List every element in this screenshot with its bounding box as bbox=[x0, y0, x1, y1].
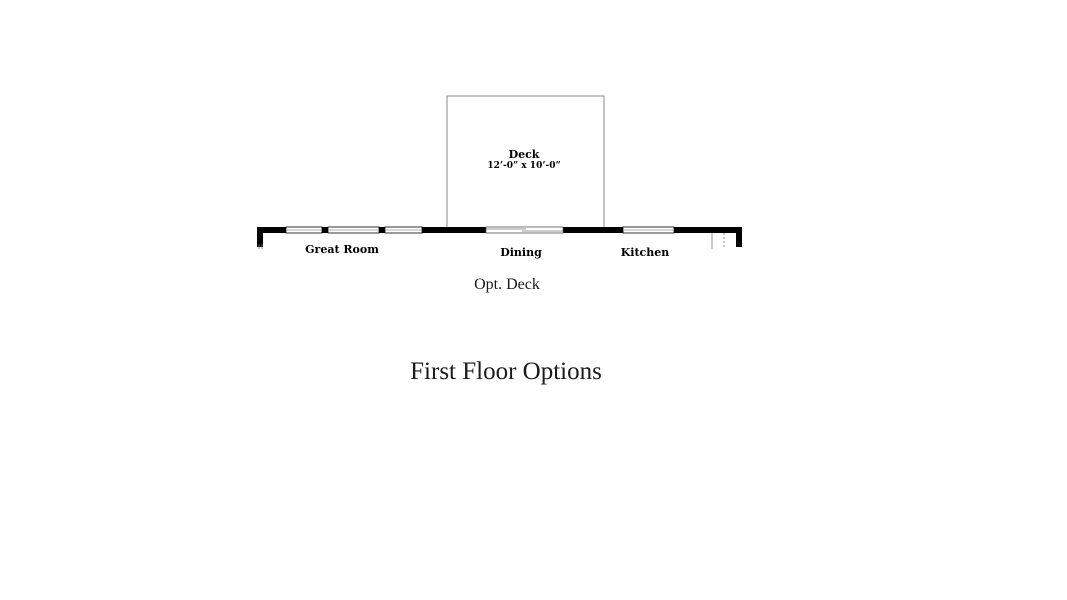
deck-dimensions: 12’-0” x 10’-0” bbox=[487, 161, 560, 171]
room-label-kitchen: Kitchen bbox=[621, 246, 670, 259]
exterior-wall bbox=[257, 227, 742, 247]
room-label-great-room: Great Room bbox=[305, 243, 379, 256]
stair-marks bbox=[258, 233, 725, 249]
room-label-dining: Dining bbox=[500, 246, 542, 259]
page-title: First Floor Options bbox=[410, 358, 602, 385]
option-caption: Opt. Deck bbox=[474, 276, 540, 293]
deck-label: Deck bbox=[509, 148, 540, 161]
windows bbox=[285, 226, 675, 234]
sliding-door bbox=[485, 226, 564, 234]
